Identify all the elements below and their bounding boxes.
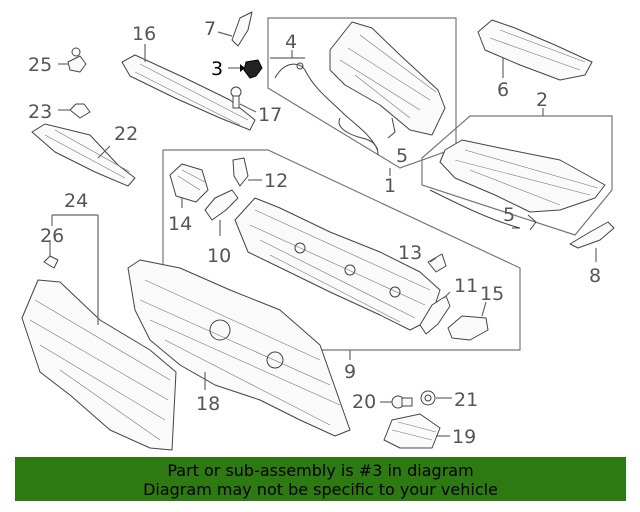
- part-8-seal: [569, 221, 615, 262]
- callout-8: 8: [589, 265, 601, 287]
- callout-12: 12: [264, 170, 288, 192]
- callout-22: 22: [114, 123, 138, 145]
- part-14-bracket: [169, 163, 209, 208]
- group-box-1: [267, 17, 457, 169]
- part-25-clip: [58, 47, 87, 73]
- part-2-cowl-assembly: [429, 139, 606, 231]
- part-17-bolt: [230, 86, 257, 113]
- part-24-insulator: [21, 214, 177, 451]
- callout-10: 10: [207, 245, 231, 267]
- group-box-2: [421, 115, 613, 236]
- callout-17: 17: [258, 104, 282, 126]
- part-6-bracket: [477, 19, 593, 81]
- callout-23: 23: [28, 101, 52, 123]
- callout-9: 9: [344, 361, 356, 383]
- parts-diagram: 1 2 3 4 5 5 6 7 8 9 10 11 12 13 14 15 16…: [21, 11, 615, 451]
- part-18-dash-panel: [127, 259, 351, 437]
- part-3-clip: [228, 59, 263, 79]
- callout-6: 6: [497, 79, 509, 101]
- footer-line-2: Diagram may not be specific to your vehi…: [143, 480, 498, 499]
- callout-24: 24: [64, 190, 88, 212]
- callout-20: 20: [352, 391, 376, 413]
- callout-25: 25: [28, 54, 52, 76]
- part-22-bracket: [31, 123, 136, 187]
- callout-15: 15: [480, 283, 504, 305]
- callout-5-a: 5: [396, 145, 408, 167]
- callout-2: 2: [536, 89, 548, 111]
- part-12-bracket: [232, 157, 262, 187]
- callout-13: 13: [398, 242, 422, 264]
- part-1-cowl-panel: [329, 21, 446, 139]
- callout-1: 1: [384, 175, 396, 197]
- part-10-bracket: [204, 189, 239, 236]
- part-11-bracket: [419, 291, 451, 335]
- callout-4: 4: [285, 31, 297, 53]
- footer-banner: Part or sub-assembly is #3 in diagram Di…: [15, 457, 626, 501]
- part-19-bracket: [383, 413, 450, 449]
- callout-11: 11: [454, 275, 478, 297]
- callout-16: 16: [132, 23, 156, 45]
- part-21-nut: [420, 390, 452, 406]
- callout-18: 18: [196, 393, 220, 415]
- callout-21: 21: [454, 389, 478, 411]
- part-16-bracket: [121, 44, 256, 131]
- part-4-washer-hose: [270, 50, 379, 156]
- callout-26: 26: [40, 225, 64, 247]
- callout-3: 3: [211, 58, 223, 80]
- footer-line-1: Part or sub-assembly is #3 in diagram: [167, 461, 474, 480]
- part-15-bracket: [447, 301, 489, 341]
- part-20-bolt: [380, 395, 413, 409]
- callout-19: 19: [452, 426, 476, 448]
- callout-5-b: 5: [503, 204, 515, 226]
- callout-7: 7: [204, 18, 216, 40]
- callout-14: 14: [168, 213, 192, 235]
- part-23-clip: [58, 103, 91, 119]
- part-7-seal: [217, 11, 253, 47]
- part-13-bracket: [427, 253, 447, 273]
